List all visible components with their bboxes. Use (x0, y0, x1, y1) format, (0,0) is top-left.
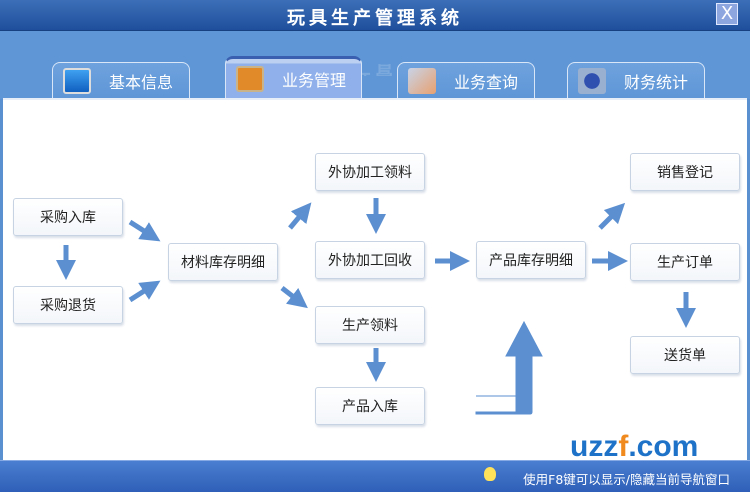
node-production-order[interactable]: 生产订单 (630, 243, 740, 281)
tab-business-management[interactable]: 业务管理 (225, 56, 362, 98)
arrow-stock-to-production-pick (280, 286, 308, 309)
close-button[interactable]: X (716, 3, 738, 25)
node-outsource-pick[interactable]: 外协加工领料 (315, 153, 425, 191)
tab-label: 财务统计 (624, 72, 689, 92)
pen-folder-icon (408, 67, 436, 94)
node-product-in[interactable]: 产品入库 (315, 387, 425, 425)
monitor-icon (63, 67, 91, 94)
node-delivery[interactable]: 送货单 (630, 336, 740, 374)
rss-folder-icon (236, 65, 264, 92)
arrow-return-to-stock (128, 280, 161, 303)
globe-folder-icon (578, 67, 606, 94)
tab-label: 基本信息 (109, 72, 174, 92)
tab-business-query[interactable]: 业务查询 (397, 62, 535, 98)
status-text: 使用F8键可以显示/隐藏当前导航窗口 (523, 472, 730, 487)
watermark-logo: uzzf.com (570, 430, 699, 463)
node-product-stock[interactable]: 产品库存明细 (476, 241, 586, 279)
arrow-product-in-to-product-stock (475, 320, 543, 415)
tab-financial-stats[interactable]: 财务统计 (567, 62, 705, 98)
node-production-pick[interactable]: 生产领料 (315, 306, 425, 344)
tab-label: 业务管理 (282, 70, 347, 90)
arrow-purchase-in-to-stock (128, 219, 161, 242)
node-purchase-in[interactable]: 采购入库 (13, 198, 123, 236)
node-purchase-return[interactable]: 采购退货 (13, 286, 123, 324)
node-material-stock[interactable]: 材料库存明细 (168, 243, 278, 281)
arrow-product-stock-to-sales (598, 202, 626, 230)
status-bar: 使用F8键可以显示/隐藏当前导航窗口 (0, 460, 750, 492)
title-bar: 玩具生产管理系统 X (0, 0, 750, 31)
window-title: 玩具生产管理系统 (287, 8, 463, 29)
tab-label: 业务查询 (454, 72, 519, 92)
node-sales-register[interactable]: 销售登记 (630, 153, 740, 191)
tab-basic-info[interactable]: 基本信息 (52, 62, 190, 98)
node-outsource-recover[interactable]: 外协加工回收 (315, 241, 425, 279)
lightbulb-icon (484, 467, 496, 481)
arrow-stock-to-outsource-pick (288, 202, 312, 230)
